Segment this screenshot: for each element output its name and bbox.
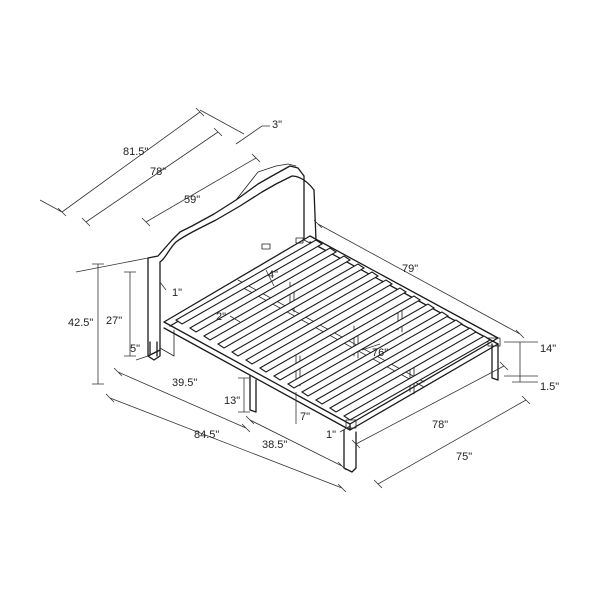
label-foot-width: 78" bbox=[432, 419, 448, 431]
label-leg-height: 13" bbox=[224, 395, 240, 407]
label-overall-depth: 84.5" bbox=[194, 429, 219, 441]
label-slat-width: 4" bbox=[268, 269, 278, 281]
slats bbox=[174, 239, 492, 421]
dimension-lines bbox=[39, 107, 538, 493]
label-overall-width: 75" bbox=[456, 451, 472, 463]
label-headboard-top-width: 1" bbox=[172, 287, 182, 299]
label-side-rail-height: 14" bbox=[540, 343, 556, 355]
headboard bbox=[147, 163, 317, 361]
label-headboard-panel-height: 27" bbox=[106, 315, 122, 327]
label-headboard-leg-depth: 5" bbox=[130, 343, 140, 355]
label-head-section: 39.5" bbox=[172, 377, 197, 389]
label-rail-thickness: 1.5" bbox=[540, 381, 559, 393]
dimension-labels: 81.5" 78" 3" 59" 1" 42.5" 27" 5" 4" 2" 7… bbox=[68, 119, 559, 463]
label-overall-length: 81.5" bbox=[123, 146, 148, 158]
label-foot-section: 38.5" bbox=[262, 439, 287, 451]
label-under-clearance: 7" bbox=[300, 411, 310, 423]
label-headboard-width: 59" bbox=[184, 194, 200, 206]
label-slat-gap: 2" bbox=[216, 311, 226, 323]
label-inner-length: 78" bbox=[150, 166, 166, 178]
label-overall-height: 42.5" bbox=[68, 317, 93, 329]
label-headboard-inset: 3" bbox=[272, 119, 282, 131]
label-frame-length: 79" bbox=[402, 263, 418, 275]
label-foot-rail-inset: 1" bbox=[326, 429, 336, 441]
label-slat-length: 76" bbox=[372, 347, 388, 359]
